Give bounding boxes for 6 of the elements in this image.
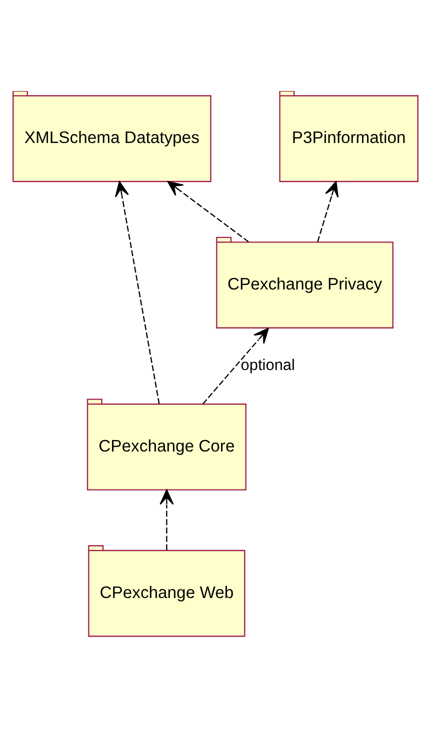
- arrow: [115, 181, 160, 404]
- arrow: [160, 489, 174, 550]
- arrow: [202, 328, 269, 404]
- edge-label: optional: [240, 357, 295, 374]
- arrow: [317, 181, 339, 242]
- arrow: [167, 181, 249, 242]
